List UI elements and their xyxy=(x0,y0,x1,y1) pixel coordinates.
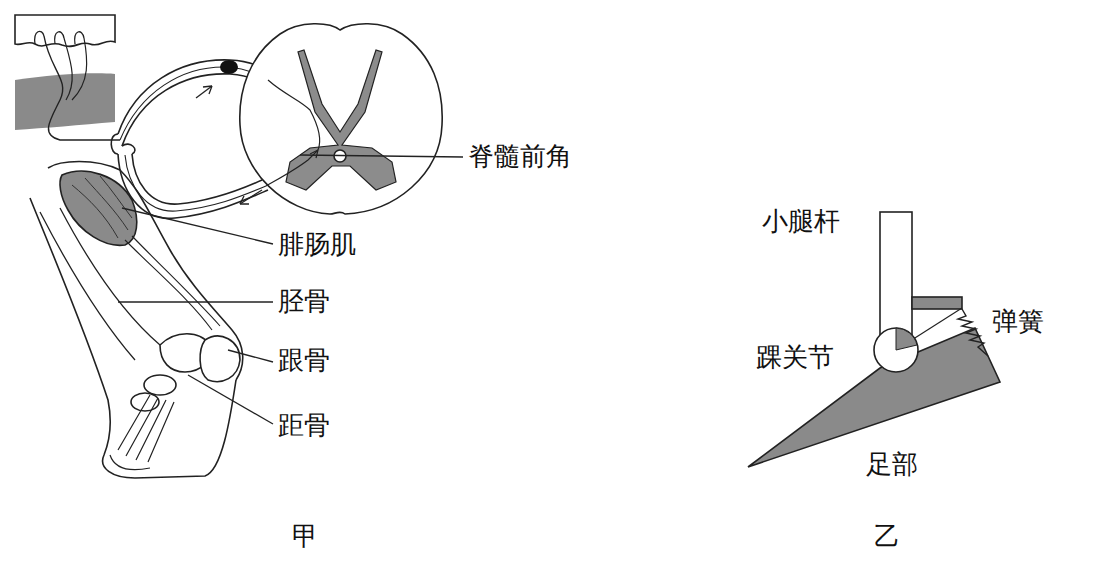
part-label: 腓肠肌 xyxy=(278,230,356,260)
spring xyxy=(958,309,988,356)
skin-band xyxy=(15,73,115,130)
gray-matter xyxy=(286,50,396,190)
sensory-fiber xyxy=(44,36,120,140)
part-label: 弹簧 xyxy=(992,307,1044,337)
tendon xyxy=(125,236,220,330)
ankle-joint xyxy=(874,328,918,372)
leader-line xyxy=(300,155,463,157)
part-label: 胫骨 xyxy=(278,287,330,317)
spinal-cord xyxy=(240,24,442,214)
part-label: 脊髓前角 xyxy=(468,142,572,172)
bracket xyxy=(912,297,962,309)
leader-line xyxy=(228,350,273,362)
ganglion xyxy=(220,60,238,74)
leader-line xyxy=(118,301,273,302)
calcaneus xyxy=(200,336,240,381)
leader-line xyxy=(122,208,273,244)
part-label: 小腿杆 xyxy=(762,207,840,237)
receptor xyxy=(35,31,84,44)
shank-bar xyxy=(880,212,912,342)
part-label: 距骨 xyxy=(278,411,330,441)
part-label: 乙 xyxy=(874,522,900,552)
foot-plate xyxy=(748,328,1000,467)
part-label: 踝关节 xyxy=(756,343,834,373)
tibia xyxy=(40,208,160,360)
part-label: 跟骨 xyxy=(278,346,330,376)
leader-line xyxy=(188,375,273,424)
part-label: 甲 xyxy=(292,522,318,552)
part-label: 足部 xyxy=(866,450,918,480)
